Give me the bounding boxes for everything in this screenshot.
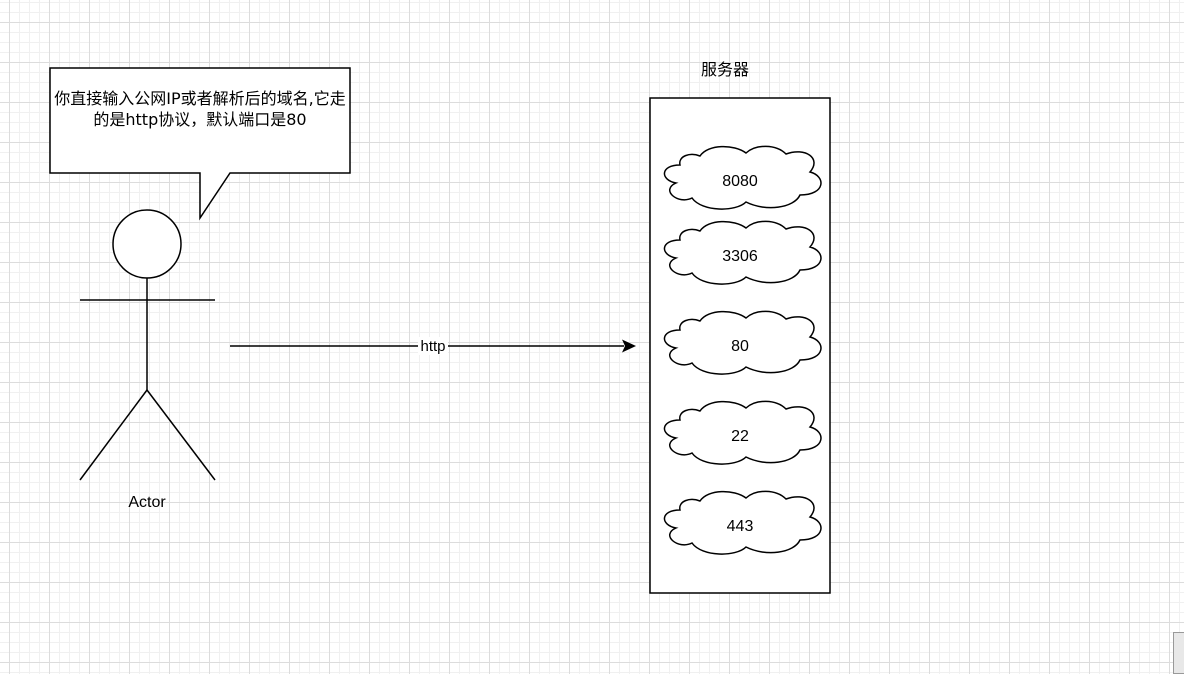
diagram-canvas: Actor http 服务器 8080 3306 80 22 443 <box>49 61 831 594</box>
edge-label-bg <box>418 337 448 355</box>
edge-label: http <box>420 338 445 355</box>
callout-text: 你直接输入公网IP或者解析后的域名,它走的是http协议，默认端口是80 <box>54 89 346 129</box>
actor-label: Actor <box>128 494 166 511</box>
port-label: 3306 <box>722 248 758 265</box>
callout-shape[interactable] <box>49 67 351 221</box>
page-corner <box>1173 632 1184 674</box>
port-label: 8080 <box>722 173 758 190</box>
port-label: 443 <box>727 518 754 535</box>
port-label: 80 <box>731 338 749 355</box>
actor-figure[interactable] <box>79 209 216 481</box>
port-label: 22 <box>731 428 749 445</box>
server-title: 服务器 <box>701 61 749 79</box>
port-cloud-22[interactable]: 22 <box>663 400 822 465</box>
port-cloud-443[interactable]: 443 <box>663 490 822 555</box>
port-cloud-8080[interactable]: 8080 <box>663 145 822 210</box>
port-cloud-3306[interactable]: 3306 <box>663 220 822 285</box>
port-cloud-80[interactable]: 80 <box>663 310 822 375</box>
